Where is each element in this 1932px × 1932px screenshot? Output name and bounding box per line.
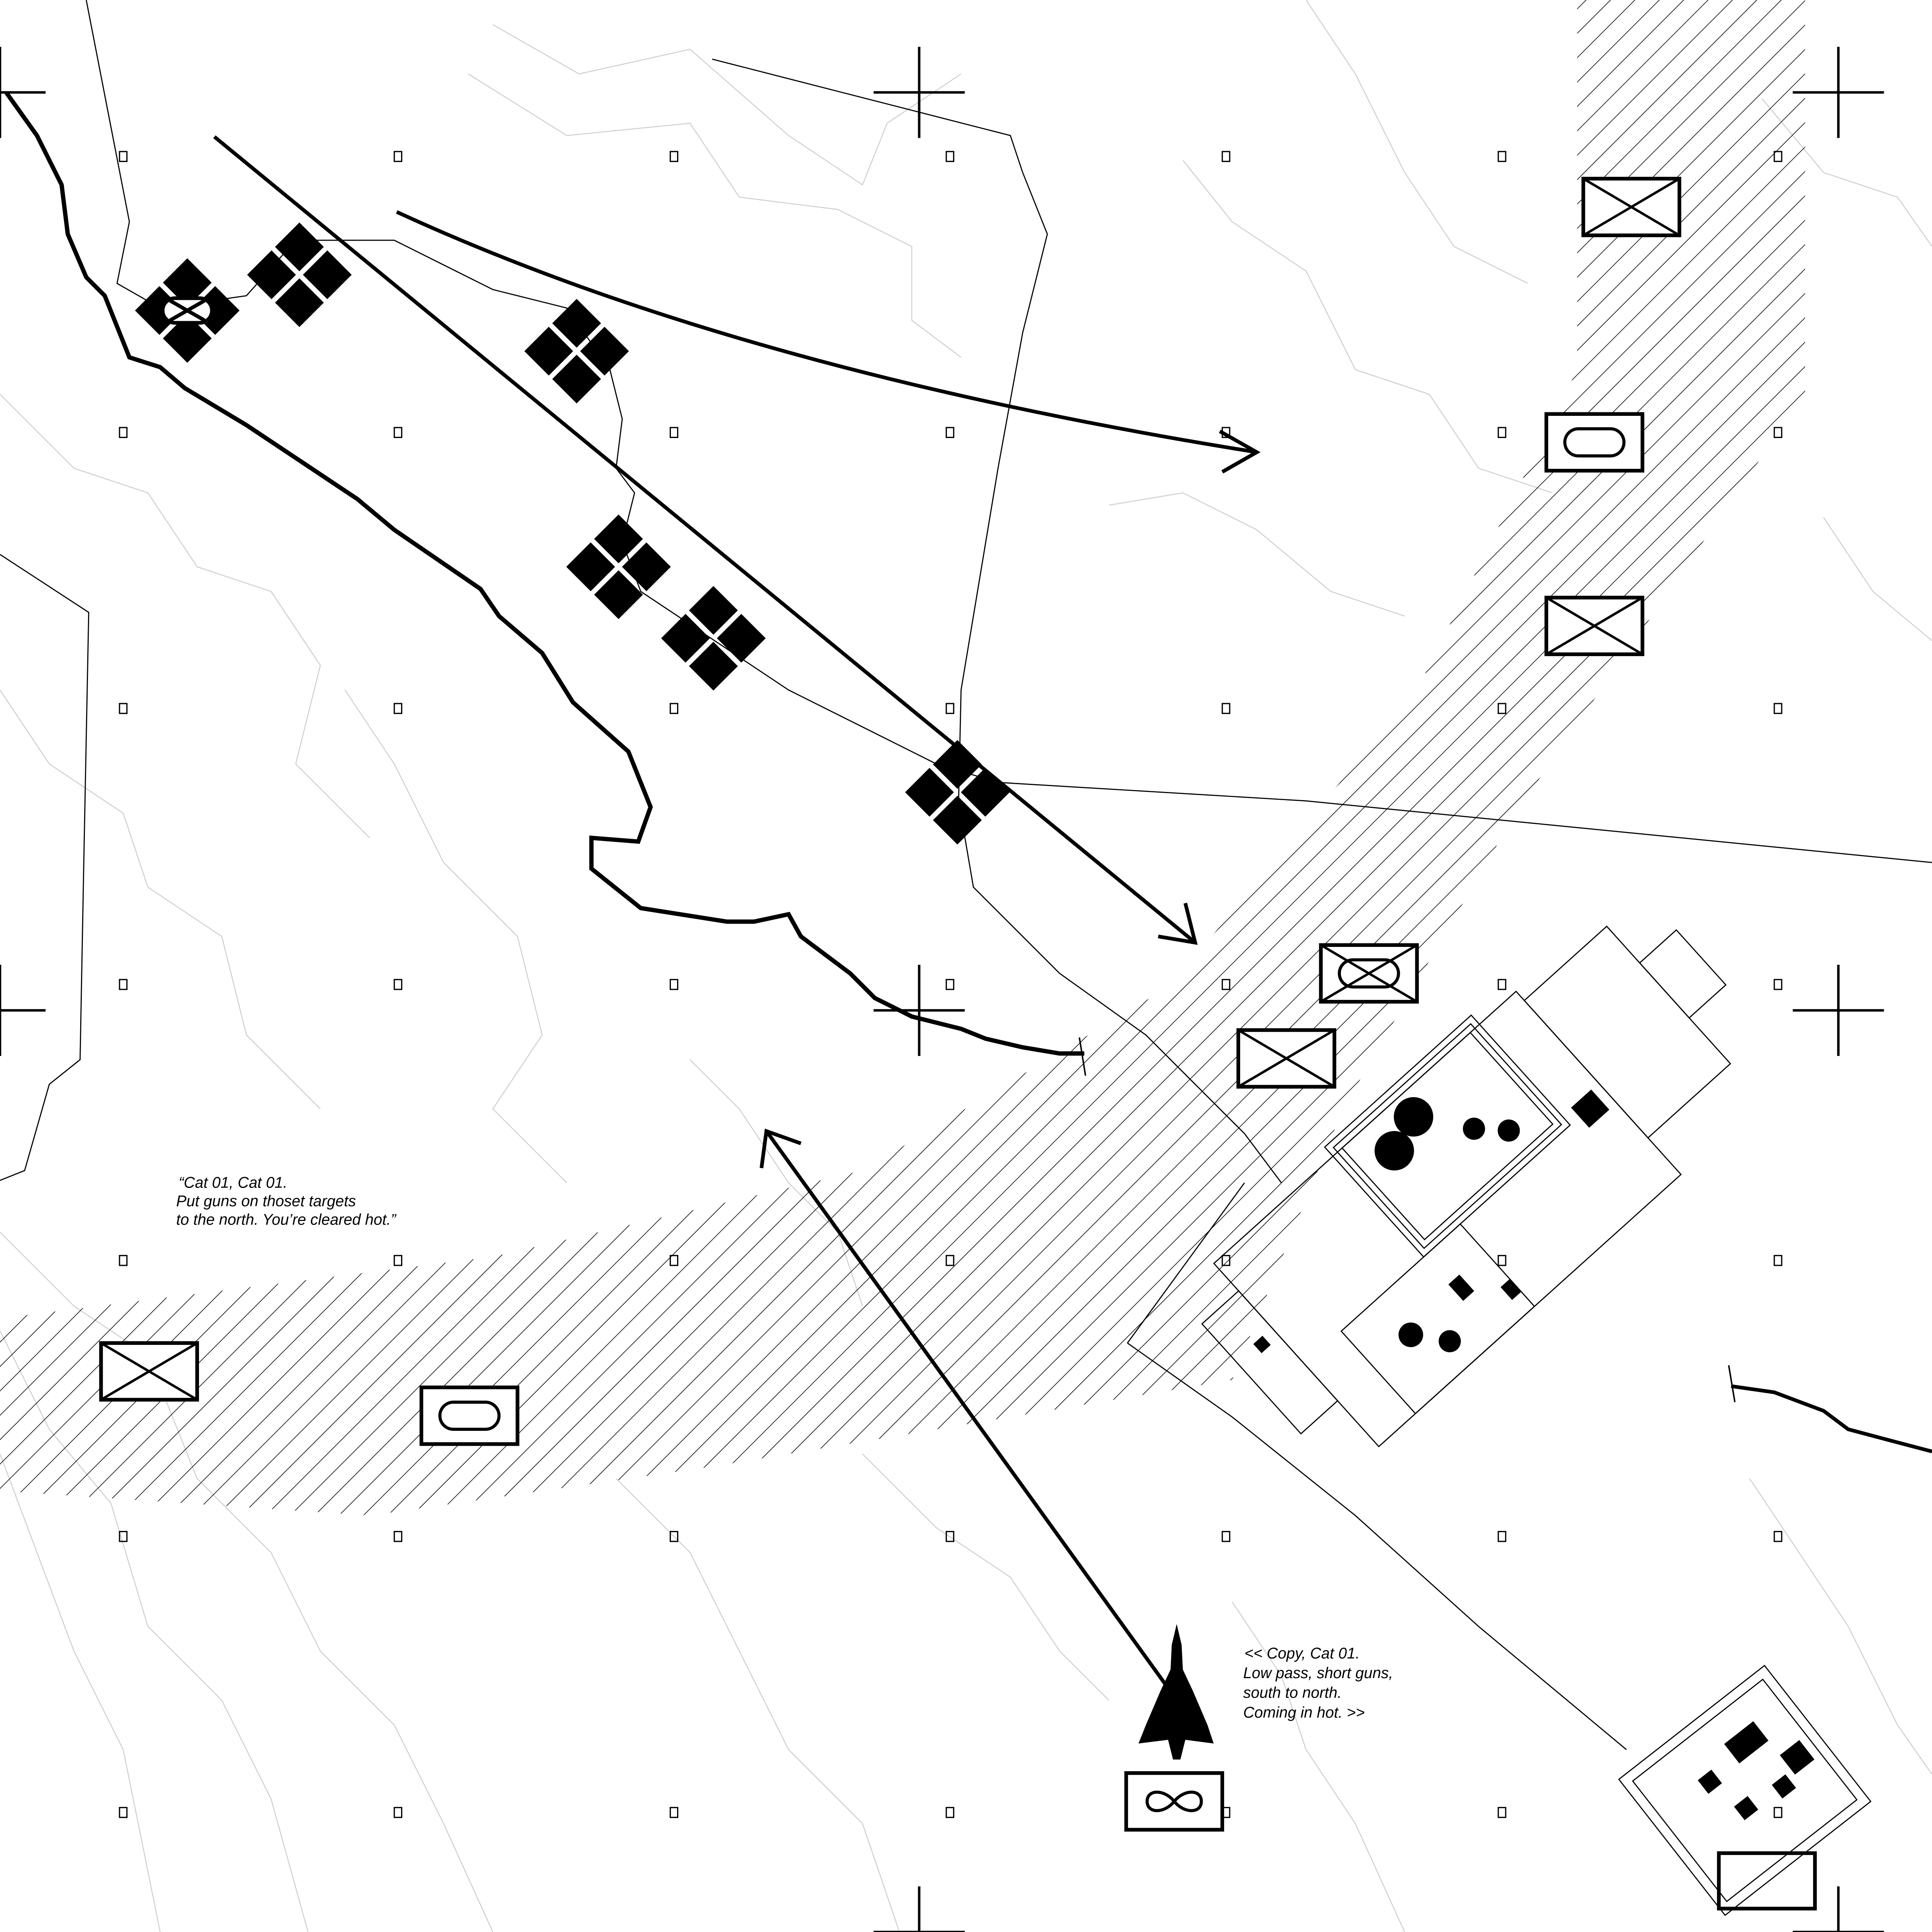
facility-outpost bbox=[1618, 1665, 1872, 1916]
grid-tick-icon bbox=[945, 1807, 954, 1818]
grid-tick-icon bbox=[669, 703, 679, 714]
jtac-message: “Cat 01, Cat 01. Put guns on thoset targ… bbox=[176, 1174, 397, 1228]
grid-tick-icon bbox=[945, 427, 954, 438]
grid-tick-icon bbox=[1774, 1807, 1782, 1818]
diamond-cluster-icon[interactable] bbox=[524, 299, 629, 404]
grid-tick-icon bbox=[394, 427, 403, 438]
river bbox=[4, 91, 1084, 1056]
grid-tick-icon bbox=[119, 1255, 128, 1266]
pilot-line: << Copy, Cat 01. bbox=[1244, 1645, 1360, 1662]
grid-tick-icon bbox=[119, 427, 128, 438]
grid-tick-icon bbox=[119, 979, 128, 990]
grid-tick-icon bbox=[1774, 1255, 1782, 1266]
grid-tick-icon bbox=[394, 151, 403, 162]
grid-tick-icon bbox=[394, 1255, 403, 1266]
grid-tick-icon bbox=[119, 703, 128, 714]
jtac-line: to the north. You’re cleared hot.” bbox=[176, 1211, 397, 1228]
grid-tick-icon bbox=[1497, 151, 1506, 162]
grid-tick-icon bbox=[669, 151, 679, 162]
jtac-line: Put guns on thoset targets bbox=[176, 1193, 356, 1210]
hatched-zone bbox=[0, 0, 1805, 1516]
grid-tick-icon bbox=[119, 151, 128, 162]
enemy-positions bbox=[135, 222, 1010, 845]
facility-compound bbox=[1201, 926, 1731, 1448]
grid-tick-icon bbox=[669, 979, 679, 990]
grid-tick-icon bbox=[945, 703, 954, 714]
grid-tick-icon bbox=[1497, 1255, 1506, 1266]
diamond-cluster-icon[interactable] bbox=[135, 258, 240, 363]
grid-tick-icon bbox=[394, 1807, 403, 1818]
friendly-units bbox=[101, 179, 1817, 1911]
x-box-icon[interactable] bbox=[1583, 179, 1679, 236]
grid-tick-icon bbox=[394, 703, 403, 714]
grid-tick-icon bbox=[1774, 979, 1782, 990]
x-oval-box-icon[interactable] bbox=[1321, 945, 1417, 1002]
grid-tick-icon bbox=[669, 427, 679, 438]
grid-tick-icon bbox=[119, 1807, 128, 1818]
aircraft-icon[interactable] bbox=[1138, 1624, 1214, 1760]
grid-tick-icon bbox=[945, 979, 954, 990]
grid-tick-icon bbox=[1497, 1807, 1506, 1818]
grid-tick-icon bbox=[1497, 1531, 1506, 1542]
roads bbox=[0, 0, 1932, 1750]
pilot-line: Coming in hot. >> bbox=[1243, 1704, 1365, 1721]
gun-run-arrow bbox=[759, 1128, 1170, 1689]
diamond-cluster-icon[interactable] bbox=[566, 514, 671, 619]
grid-tick-icon bbox=[669, 1807, 679, 1818]
grid-tick-icon bbox=[1221, 703, 1230, 714]
jtac-line: “Cat 01, Cat 01. bbox=[179, 1174, 287, 1191]
diamond-cluster-icon[interactable] bbox=[661, 586, 766, 691]
grid-ticks bbox=[119, 151, 1782, 1818]
grid-tick-icon bbox=[1221, 151, 1230, 162]
grid-tick-icon bbox=[1497, 979, 1506, 990]
oval-box-icon[interactable] bbox=[1546, 414, 1642, 471]
grid-tick-icon bbox=[1774, 1531, 1782, 1542]
pilot-line: south to north. bbox=[1243, 1684, 1342, 1701]
grid-tick-icon bbox=[1497, 427, 1506, 438]
grid-tick-icon bbox=[394, 1531, 403, 1542]
pilot-line: Low pass, short guns, bbox=[1243, 1665, 1393, 1682]
x-box-icon[interactable] bbox=[101, 1343, 197, 1400]
oval-box-icon[interactable] bbox=[421, 1387, 517, 1444]
attack-arrow-diagonal bbox=[213, 135, 1198, 945]
grid-tick-icon bbox=[1774, 703, 1782, 714]
attack-arrow-north bbox=[396, 210, 1261, 474]
infinity-box-icon[interactable] bbox=[1124, 1771, 1224, 1832]
pilot-message: << Copy, Cat 01. Low pass, short guns, s… bbox=[1243, 1645, 1397, 1721]
grid-tick-icon bbox=[1221, 1531, 1230, 1542]
river-east bbox=[1731, 1384, 1932, 1453]
x-box-icon[interactable] bbox=[1238, 1030, 1334, 1087]
empty-box-icon[interactable] bbox=[1717, 1851, 1817, 1911]
x-box-icon[interactable] bbox=[1546, 598, 1642, 655]
grid-tick-icon bbox=[394, 979, 403, 990]
grid-tick-icon bbox=[945, 151, 954, 162]
